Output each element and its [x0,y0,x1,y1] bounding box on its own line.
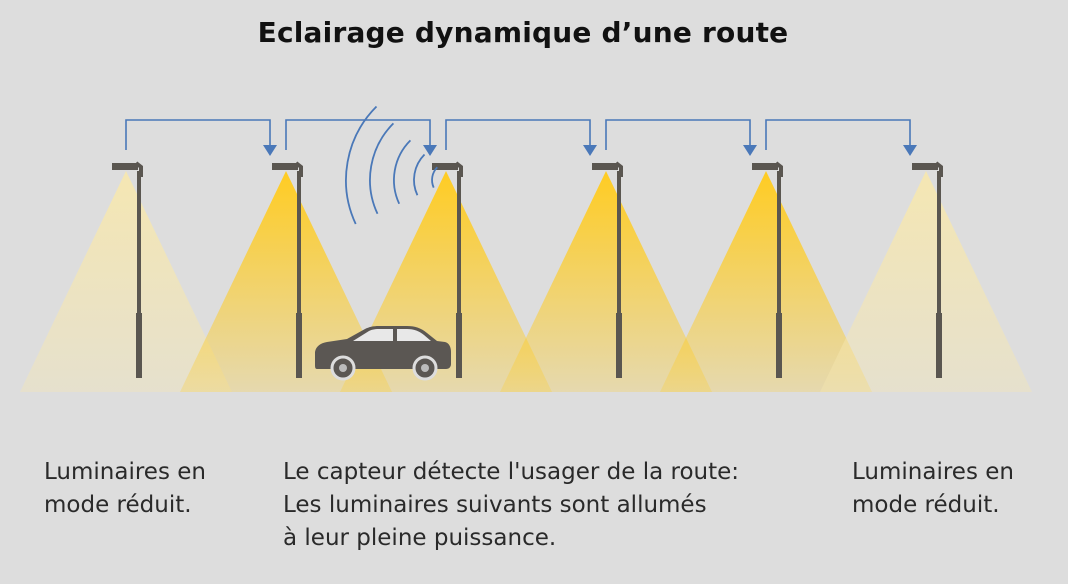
street-lamp-icon [752,161,783,378]
sensor-wave [345,105,378,225]
light-cone-reduced [20,171,232,392]
connector-line [765,119,911,150]
sensor-wave [393,139,412,205]
lamp-pole [457,171,461,378]
light-cones [20,171,1032,392]
sensor-waves-icon [345,105,438,225]
car-window-front [353,329,393,341]
lamp-pole [297,171,301,378]
connector-line [285,119,431,150]
lamp-head [592,163,618,170]
connector-line [125,119,271,150]
sensor-wave [413,153,426,196]
street-lamp-icon [432,161,463,378]
light-cone-full [500,171,712,392]
connector-arrow-icon [743,145,757,156]
lamp-head [112,163,138,170]
connector-arrow-icon [583,145,597,156]
lamp-pole [777,171,781,378]
connector-arrow-icon [263,145,277,156]
car-hub-front [339,364,347,372]
lamp-head [752,163,778,170]
lamp-pole [617,171,621,378]
street-lamp-icon [272,161,303,378]
lamp-connectors [125,119,917,156]
light-cone-reduced [820,171,1032,392]
lamp-base [136,313,142,378]
lamp-head [432,163,458,170]
lamp-base [936,313,942,378]
car-hub-rear [421,364,429,372]
lamp-base [296,313,302,378]
lamp-base [776,313,782,378]
connector-line [445,119,591,150]
sensor-wave [431,166,438,188]
lamp-head [912,163,938,170]
street-lamp-icon [112,161,143,378]
diagram-title: Eclairage dynamique d’une route [257,16,789,49]
light-cone-full [180,171,392,392]
connector-line [605,119,751,150]
car-icon [315,326,451,381]
lamp-head [272,163,298,170]
lamp-base [456,313,462,378]
lamp-pole [937,171,941,378]
sensor-wave [369,122,395,215]
street-lamp-icon [592,161,623,378]
lamp-base [616,313,622,378]
caption-right: Luminaires en mode réduit. [852,459,1014,518]
street-lamps [112,161,943,378]
lamp-pole [137,171,141,378]
connector-arrow-icon [423,145,437,156]
street-lamp-icon [912,161,943,378]
connector-arrow-icon [903,145,917,156]
caption-left: Luminaires en mode réduit. [44,459,206,518]
car-window-rear [397,329,431,341]
light-cone-full [660,171,872,392]
caption-middle: Le capteur détecte l'usager de la route:… [283,459,740,551]
